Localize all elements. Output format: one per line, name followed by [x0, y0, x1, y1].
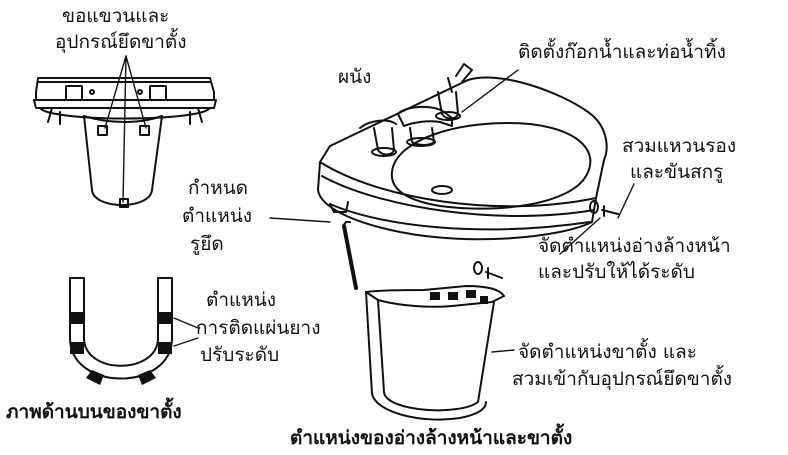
- main-pedestal: [365, 285, 515, 421]
- mark-hole-label-line3: รูยึด: [190, 233, 224, 255]
- wall-label: ผนัง: [338, 66, 372, 88]
- pedestal-label-line1: จัดตำแหน่งขาตั้ง และ: [518, 341, 697, 363]
- position-leader: [559, 217, 601, 255]
- leveling-pad-label-line1: ตำแหน่ง: [206, 289, 277, 311]
- pedestal-rim-marks: [430, 290, 488, 304]
- mounting-bolt: [342, 221, 358, 290]
- hanger-label-line2: อุปกรณ์ยึดขาตั้ง: [55, 31, 187, 53]
- main-sink-illustration: [317, 63, 608, 241]
- pedestal-top-view: [69, 277, 199, 385]
- washer-screw-lower: [473, 261, 503, 279]
- mark-hole-label-line1: กำหนด: [188, 177, 249, 199]
- washer-label-line2: และขันสกรู: [630, 161, 724, 183]
- position-sink-label-line2: และปรับให้ได้ระดับ: [538, 261, 695, 283]
- washer-label-line1: สวมแหวนรอง: [622, 135, 737, 157]
- washer-screw-upper: [589, 183, 635, 219]
- faucet-label: ติดตั้งก๊อกน้ำและท่อน้ำทิ้ง: [518, 41, 726, 63]
- leveling-pad-label-line2: การติดแผ่นยาง: [196, 317, 321, 339]
- leveling-pad-label-line3: ปรับระดับ: [200, 344, 280, 366]
- top-view-caption: ภาพด้านบนของขาตั้ง: [6, 401, 182, 423]
- hanger-label-line1: ขอแขวนและ: [62, 5, 170, 27]
- position-sink-label-line1: จัดตำแหน่งอ่างล้างหน้า: [538, 235, 731, 257]
- pedestal-label-line2: สวมเข้ากับอุปกรณ์ยึดขาตั้ง: [512, 368, 733, 390]
- leveling-pad-marks: [70, 312, 172, 385]
- hanger-sink-illustration: [33, 55, 217, 208]
- mark-hole-label-line2: ตำแหน่ง: [182, 205, 253, 227]
- hole-mark-leader: [269, 217, 331, 223]
- main-caption: ตำแหน่งของอ่างล้างหน้าและขาตั้ง: [290, 427, 573, 449]
